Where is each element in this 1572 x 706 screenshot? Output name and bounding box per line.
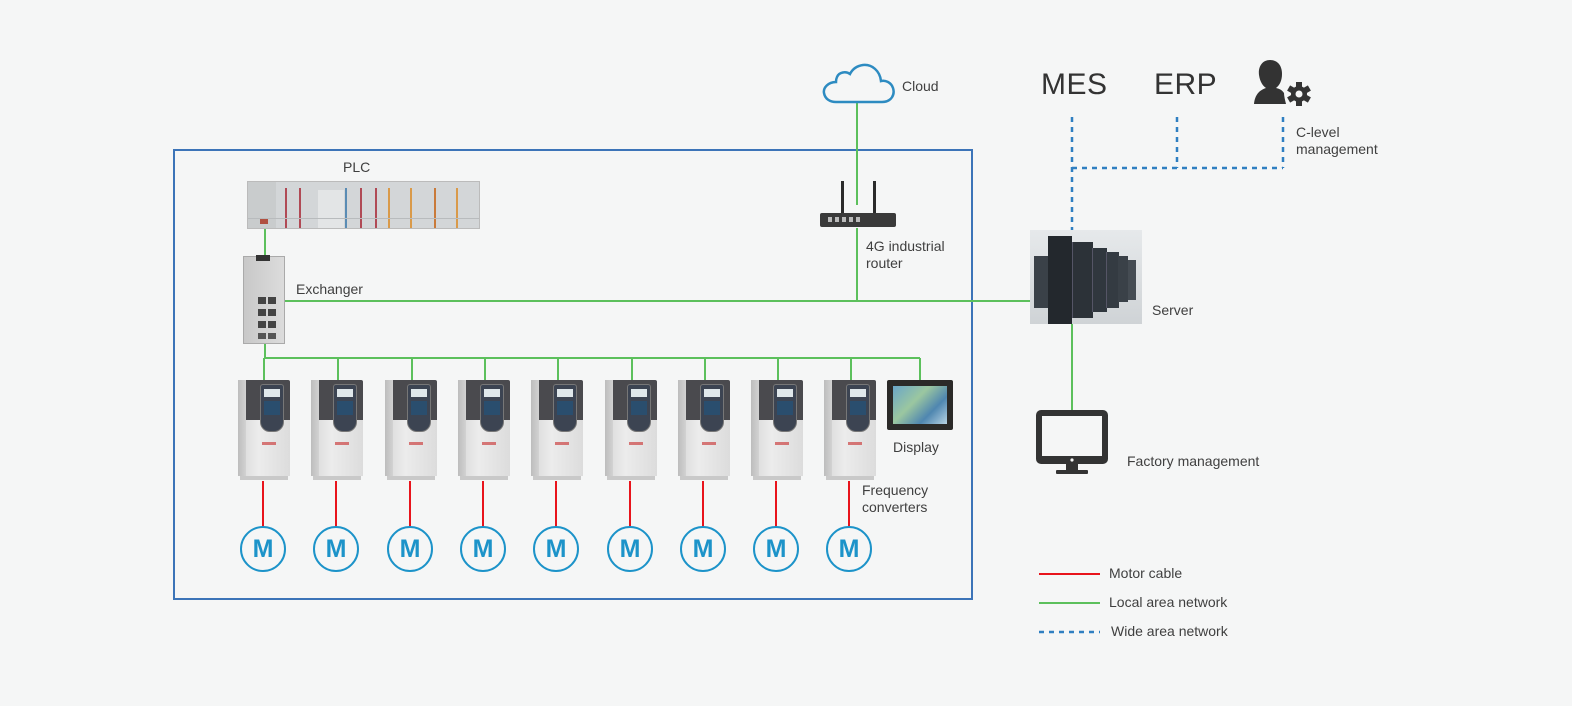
motor-icon: M [533, 526, 579, 572]
frequency-converters-label-line1: Frequency [862, 482, 929, 498]
frequency-converter-icon [385, 380, 437, 480]
frequency-converter-icon [824, 380, 876, 480]
c-level-label-line2: management [1296, 141, 1378, 157]
motor-icon: M [460, 526, 506, 572]
cloud-icon [822, 63, 895, 104]
legend-motor-cable-label: Motor cable [1109, 565, 1183, 581]
cloud-label: Cloud [902, 78, 939, 94]
user-gear-icon [1254, 60, 1311, 106]
motor-icon: M [240, 526, 286, 572]
network-switch-icon [243, 255, 285, 344]
erp-label: ERP [1154, 68, 1218, 101]
legend-lan-label: Local area network [1109, 594, 1228, 610]
server-rack-icon [1030, 230, 1142, 324]
frequency-converter-icon [238, 380, 290, 480]
frequency-converter-icon [458, 380, 510, 480]
motor-icon: M [387, 526, 433, 572]
wan-links [1070, 117, 1285, 232]
legend-wan-label: Wide area network [1111, 623, 1228, 639]
motor-icon: M [680, 526, 726, 572]
plc-label: PLC [343, 159, 371, 175]
frequency-converter-icon [531, 380, 583, 480]
frequency-converters-label-line2: converters [862, 499, 928, 515]
motor-icon: M [753, 526, 799, 572]
monitor-icon [1036, 410, 1108, 474]
router-label-line1: 4G industrial [866, 238, 945, 254]
mes-label: MES [1041, 68, 1108, 101]
router-label-line2: router [866, 255, 903, 271]
motor-icon: M [607, 526, 653, 572]
hmi-display-icon [887, 380, 953, 430]
display-label: Display [893, 439, 939, 455]
motor-icon: M [826, 526, 872, 572]
frequency-converter-icon [311, 380, 363, 480]
server-label: Server [1152, 302, 1194, 318]
motor-icon: M [313, 526, 359, 572]
factory-management-label: Factory management [1127, 453, 1260, 469]
plant-system-boundary [173, 149, 973, 600]
c-level-label-line1: C-level [1296, 124, 1340, 140]
frequency-converter-icon [678, 380, 730, 480]
plc-rack-icon [247, 181, 480, 229]
frequency-converter-icon [605, 380, 657, 480]
exchanger-label: Exchanger [296, 281, 363, 297]
router-icon [818, 181, 898, 229]
frequency-converter-icon [751, 380, 803, 480]
